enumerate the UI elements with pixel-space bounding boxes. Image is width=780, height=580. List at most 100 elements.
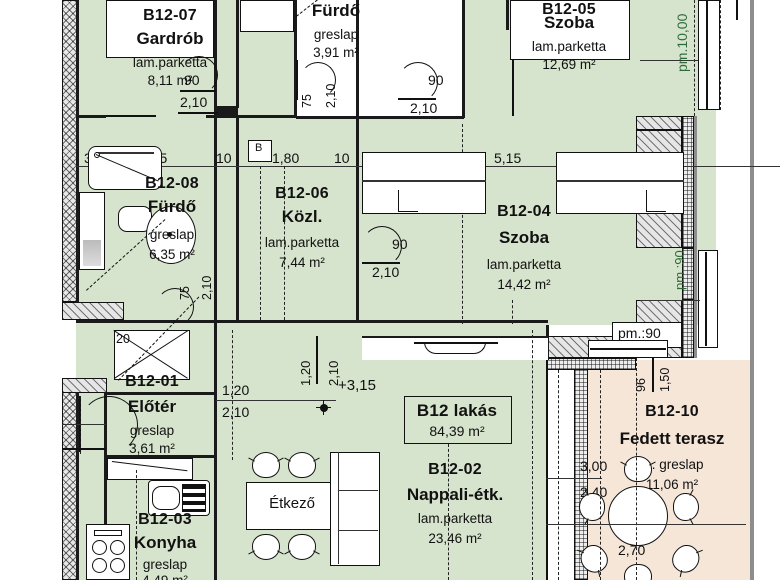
interior-wall-v12 <box>214 458 217 580</box>
door-height-living: 2,10 <box>222 404 250 420</box>
interior-wall-h5 <box>358 116 464 119</box>
bath-08-tub-edge <box>96 152 154 154</box>
dash-vertical-mid2 <box>512 300 513 324</box>
room-material-furdo-top: greslap <box>313 27 359 42</box>
exterior-wall-top-right <box>636 116 682 130</box>
dining-chair-2 <box>288 452 316 478</box>
terrace-door-glass <box>590 348 666 350</box>
dim-300: 3,00 <box>580 458 608 474</box>
dash-vertical-mid <box>462 124 463 324</box>
room-area-furdo-top: 3,91 m² <box>313 45 359 60</box>
interior-wall-v6 <box>506 0 509 30</box>
insulation-right-window <box>682 248 694 300</box>
inner-face-left-lower <box>76 392 79 580</box>
terrace-axis-dash2 <box>600 370 601 580</box>
sofa-seat-line1 <box>338 490 378 492</box>
window-dim-line-right <box>640 60 698 61</box>
room-name-eloter: Előtér <box>127 397 177 416</box>
terrace-dim-line-2 <box>546 524 746 525</box>
interior-wall-h7 <box>188 320 296 323</box>
dining-chair-1 <box>252 452 280 478</box>
room-material-terasz: fa. greslap <box>640 457 704 472</box>
kitchen-axis-dash <box>136 470 137 580</box>
level-marker-label: +3,15 <box>338 377 376 394</box>
room-area-konyha: 4,49 m² <box>142 573 188 580</box>
window-top-right <box>698 0 720 110</box>
bath-08-shower-tray <box>83 240 101 266</box>
interior-wall-v11 <box>104 392 107 580</box>
door-sill-gardrob <box>178 112 218 114</box>
room-name-gardrob: Gardrób <box>136 29 204 48</box>
bath-08-sink-drain <box>167 232 172 237</box>
door-arc-gardrob <box>180 56 218 94</box>
room-code-b12-02: B12-02 <box>428 461 482 478</box>
exterior-wall-left-lower-step <box>62 378 107 393</box>
terrace-dim-line-1 <box>546 478 602 479</box>
gardrob-wardrobe <box>106 0 214 58</box>
room-name-konyha: Konyha <box>133 533 197 552</box>
parapet-label-lower: pm.:90 <box>618 325 661 341</box>
szoba-04-bed-right-line <box>556 180 684 182</box>
terrace-wall-upper-edge <box>546 358 636 370</box>
interior-wall-h10 <box>104 392 216 395</box>
kitchen-burner-2 <box>110 540 125 555</box>
terrace-chair-1 <box>624 456 652 482</box>
szoba-04-bed-left-line <box>362 180 486 182</box>
room-material-eloter: greslap <box>129 423 175 438</box>
terrace-chair-2 <box>579 493 605 521</box>
interior-wall-v8 <box>236 118 239 320</box>
room-code-b12-04: B12-04 <box>497 203 551 220</box>
kitchen-burner-1 <box>92 540 107 555</box>
interior-wall-v1 <box>214 0 217 115</box>
exterior-wall-left-lower <box>62 392 77 580</box>
kitchen-sink-basin <box>152 486 180 510</box>
dim-180: 1,80 <box>272 150 300 166</box>
interior-wall-h8 <box>296 320 362 323</box>
szoba-04-bed-right <box>556 152 684 214</box>
room-name-furdo-08: Fürdő <box>147 197 197 216</box>
spacer <box>106 115 156 117</box>
room-material-kozl: lam.parketta <box>264 235 340 250</box>
entry-dash <box>80 396 81 454</box>
room-code-b12-03: B12-03 <box>138 511 192 528</box>
sofa-seat-line2 <box>338 530 378 532</box>
terrace-chair-6 <box>624 564 652 580</box>
door-arc-room-top <box>398 62 438 102</box>
door-width-furdo-08: 75 <box>178 286 192 300</box>
window-dash-right2 <box>720 0 721 110</box>
bath-08-tub-tap <box>94 152 100 158</box>
door-leaf-kozl-szoba <box>362 262 400 264</box>
door-width-room-top: 90 <box>428 72 444 88</box>
dim-270: 2,70 <box>618 542 646 558</box>
dining-table <box>246 482 340 530</box>
dining-chair-3 <box>252 534 280 560</box>
eloter-cabinet <box>114 330 190 380</box>
parapet-label-right-mid: pm.:90 <box>672 250 687 290</box>
terrace-axis-dash3 <box>558 370 559 580</box>
room-name-szoba-04: Szoba <box>498 228 550 247</box>
dining-table-label: Étkező <box>269 495 315 512</box>
interior-wall-v10 <box>214 323 217 458</box>
room-code-b12-06: B12-06 <box>275 185 329 202</box>
interior-wall-v5 <box>462 0 465 118</box>
kitchen-burner-3 <box>92 558 107 573</box>
interior-wall-v3 <box>294 0 297 118</box>
fill-terrace <box>588 360 750 580</box>
kitchen-burner-4 <box>110 558 125 573</box>
szoba-05-label-box <box>510 0 630 60</box>
dining-chair-4 <box>288 534 316 560</box>
sofa-arm-line <box>338 452 340 564</box>
room-material-szoba-05: lam.parketta <box>531 39 607 54</box>
outer-boundary-line <box>750 0 754 580</box>
door-arc-kozl-szoba <box>362 226 402 266</box>
interior-wall-h6 <box>76 320 188 323</box>
room-code-b12-08: B12-08 <box>145 175 199 192</box>
door-height-gardrob: 2,10 <box>180 94 208 110</box>
railing-line-right <box>694 116 697 358</box>
dim-10b: 10 <box>334 150 350 166</box>
room-area-furdo-08: 6,35 m² <box>149 247 195 262</box>
kozl-axis-dash <box>260 166 261 320</box>
living-door-dash <box>232 330 233 460</box>
wall-stub-a <box>216 106 238 116</box>
